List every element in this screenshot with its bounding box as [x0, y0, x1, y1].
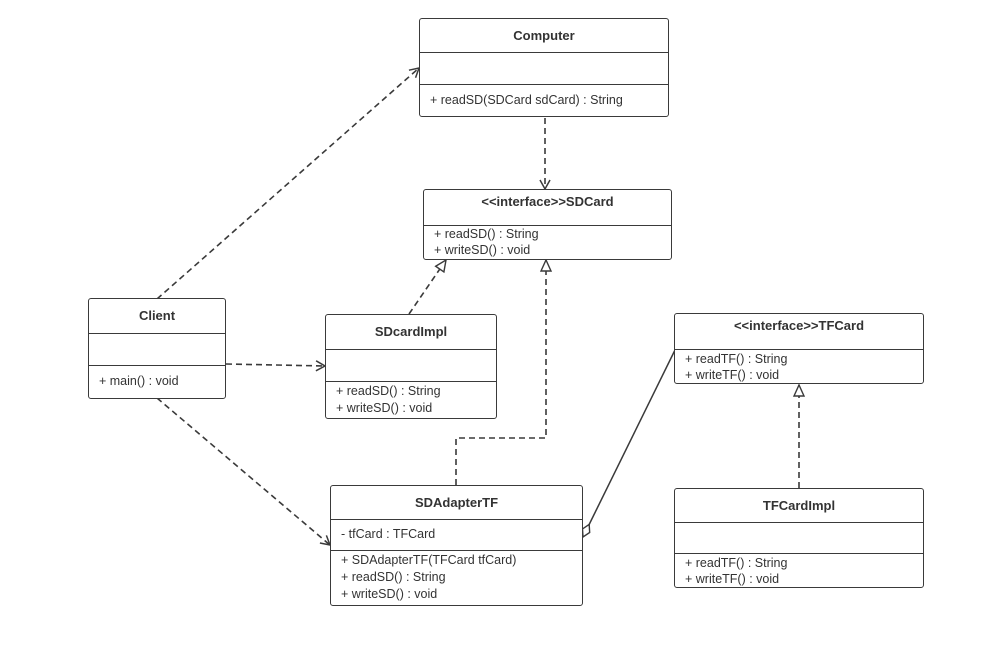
realization-sdadaptertf-sdcard	[455, 258, 553, 485]
method: + writeTF() : void	[685, 368, 780, 382]
class-name: <<interface>>SDCard	[424, 190, 671, 226]
dependency-client-computer	[156, 66, 421, 300]
attributes-section	[89, 334, 225, 366]
class-sdcardimpl[interactable]: SDcardImpl + readSD() : String + writeSD…	[325, 314, 497, 419]
methods-section: + readSD(SDCard sdCard) : String	[420, 85, 668, 116]
method: + readSD(SDCard sdCard) : String	[430, 93, 623, 107]
class-name: TFCardImpl	[675, 489, 923, 523]
method: + writeTF() : void	[685, 572, 780, 586]
method: + SDAdapterTF(TFCard tfCard)	[341, 553, 517, 567]
aggregation-sdadaptertf-tfcard	[583, 349, 676, 537]
class-name: <<interface>>TFCard	[675, 314, 923, 350]
attribute: - tfCard : TFCard	[341, 527, 436, 541]
realization-sdcardimpl-sdcard	[408, 258, 447, 315]
attributes-section	[420, 53, 668, 85]
method: + writeSD() : void	[341, 587, 438, 601]
dependency-client-sdadaptertf	[156, 397, 332, 546]
methods-section: + readSD() : String + writeSD() : void	[424, 226, 671, 259]
class-tfcardimpl[interactable]: TFCardImpl + readTF() : String + writeTF…	[674, 488, 924, 588]
method: + main() : void	[99, 374, 179, 388]
class-client[interactable]: Client + main() : void	[88, 298, 226, 399]
interface-tfcard[interactable]: <<interface>>TFCard + readTF() : String …	[674, 313, 924, 384]
methods-section: + readTF() : String + writeTF() : void	[675, 554, 923, 587]
class-name: SDcardImpl	[326, 315, 496, 350]
attributes-section: - tfCard : TFCard	[331, 520, 582, 551]
attributes-section	[326, 350, 496, 382]
class-name: SDAdapterTF	[331, 486, 582, 520]
method: + readTF() : String	[685, 352, 788, 366]
class-name: Computer	[420, 19, 668, 53]
interface-sdcard[interactable]: <<interface>>SDCard + readSD() : String …	[423, 189, 672, 260]
class-sdadaptertf[interactable]: SDAdapterTF - tfCard : TFCard + SDAdapte…	[330, 485, 583, 606]
methods-section: + readSD() : String + writeSD() : void	[326, 382, 496, 418]
class-name: Client	[89, 299, 225, 334]
dependency-client-sdcardimpl	[225, 360, 327, 372]
methods-section: + main() : void	[89, 366, 225, 398]
method: + readTF() : String	[685, 556, 788, 570]
method: + readSD() : String	[341, 570, 446, 584]
method: + readSD() : String	[336, 384, 441, 398]
attributes-section	[675, 523, 923, 554]
methods-section: + readTF() : String + writeTF() : void	[675, 350, 923, 383]
class-computer[interactable]: Computer + readSD(SDCard sdCard) : Strin…	[419, 18, 669, 117]
method: + writeSD() : void	[336, 401, 433, 415]
method: + readSD() : String	[434, 227, 539, 241]
methods-section: + SDAdapterTF(TFCard tfCard) + readSD() …	[331, 551, 582, 605]
method: + writeSD() : void	[434, 243, 531, 257]
